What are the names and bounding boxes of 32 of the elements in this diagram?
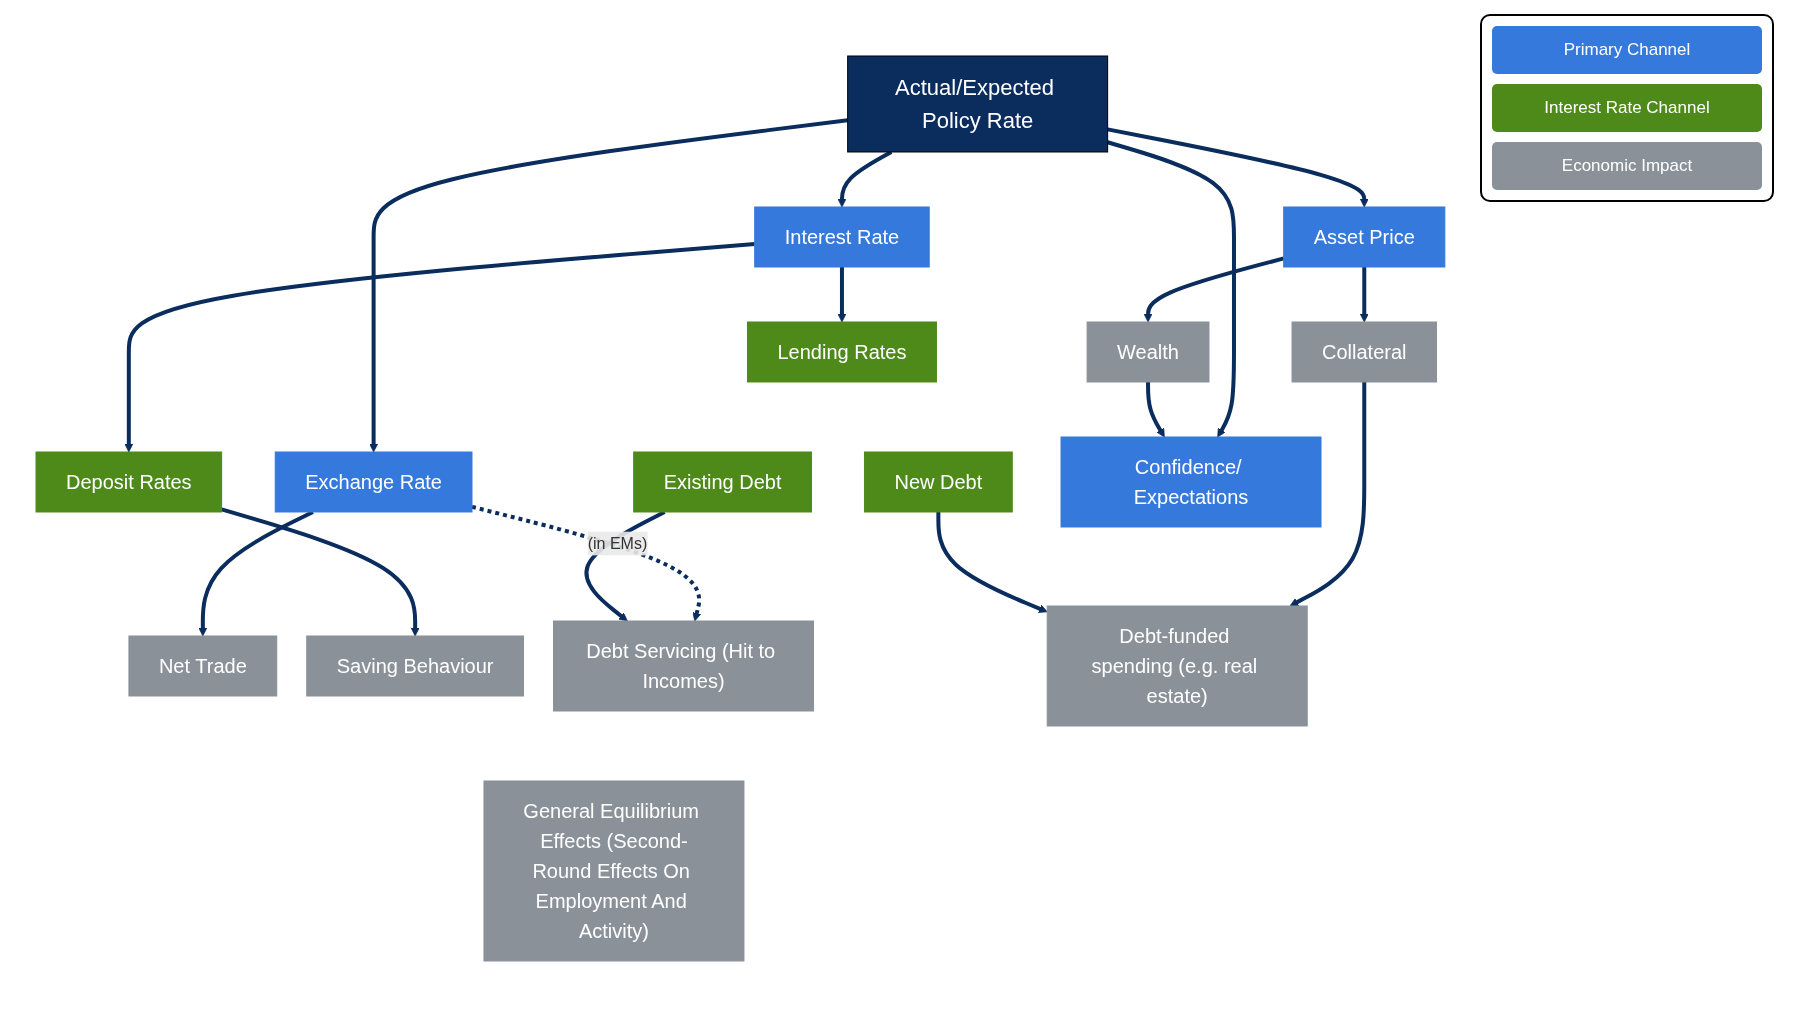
legend-item: Economic Impact <box>1492 142 1762 190</box>
node-box: Wealth <box>1086 321 1210 382</box>
arrow <box>1143 256 1284 322</box>
node-box: Existing Debt <box>632 451 812 512</box>
node-box: Debt-funded spending (e.g. real estate) <box>1046 605 1308 726</box>
node-box: Confidence/ Expectations <box>1060 436 1322 527</box>
arrow <box>124 241 755 452</box>
node-box: Asset Price <box>1282 206 1445 267</box>
arrow <box>1106 126 1369 207</box>
node-box: Interest Rate <box>753 206 930 267</box>
node-box: Net Trade <box>128 635 277 696</box>
node-box: Saving Behaviour <box>305 635 524 696</box>
node-box: Collateral <box>1291 321 1437 382</box>
legend-item: Primary Channel <box>1492 26 1762 74</box>
arrow <box>471 504 701 621</box>
node-box: Actual/Expected Policy Rate <box>846 55 1108 152</box>
arrow <box>935 511 1048 613</box>
node-box: Exchange Rate <box>274 451 473 512</box>
node-box: General Equilibrium Effects (Second-Round Effects On Employment And Activity) <box>483 780 744 961</box>
node-box: Deposit Rates <box>35 451 222 512</box>
node-box: Debt Servicing (Hit to Incomes) <box>552 620 814 711</box>
legend-item: Interest Rate Channel <box>1492 84 1762 132</box>
arrow <box>1106 139 1236 437</box>
arrow <box>837 266 846 322</box>
arrow <box>1145 381 1165 437</box>
arrow <box>220 506 420 636</box>
edge-label: (in EMs) <box>587 534 647 552</box>
arrow <box>368 117 848 452</box>
node-box: Lending Rates <box>746 321 937 382</box>
arrow <box>1359 266 1369 322</box>
arrow <box>1289 381 1366 606</box>
node-box: New Debt <box>863 451 1013 512</box>
